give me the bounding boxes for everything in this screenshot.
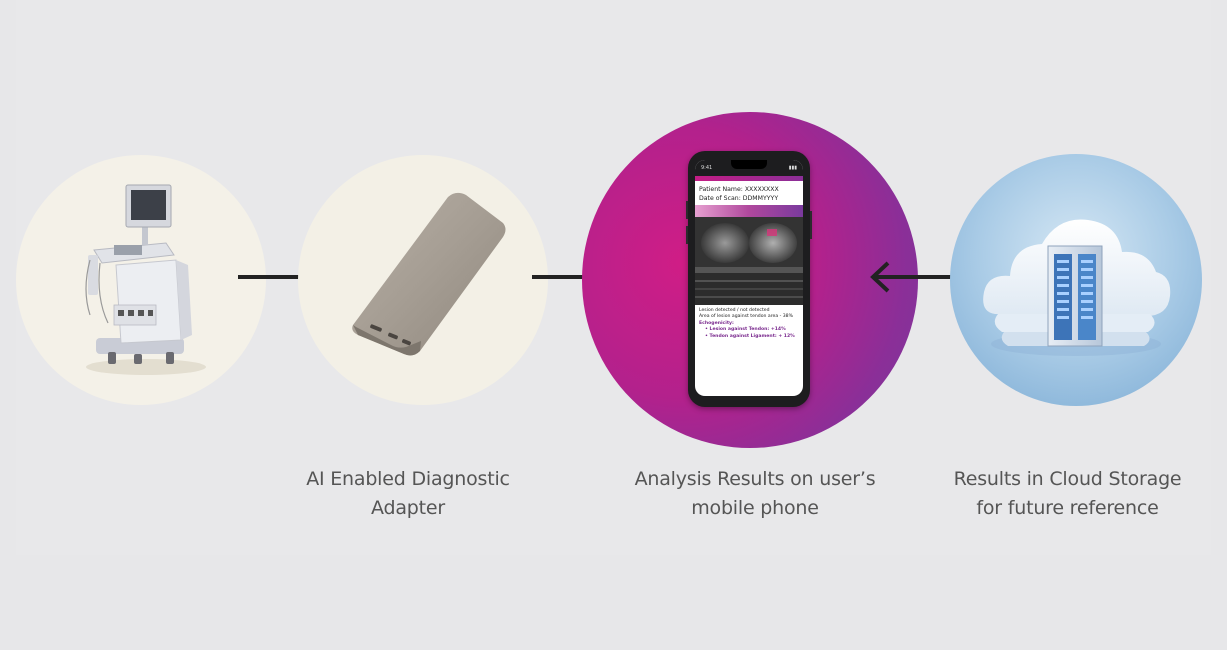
finding-detection: Lesion detected / not detected: [699, 308, 770, 313]
adapter-caption-line: Adapter: [371, 497, 445, 519]
patient-name: Patient Name: XXXXXXXX: [699, 186, 779, 193]
phone-side-button: [810, 211, 812, 239]
status-signal-icon: ▮▮▮: [788, 165, 797, 171]
cloud-caption-line: for future reference: [976, 497, 1159, 519]
ultrasound-machine-node: [16, 155, 266, 405]
analysis-findings: Lesion detected / not detected Area of l…: [695, 305, 803, 343]
app-gradient-band: [695, 205, 803, 217]
diagnostic-adapter-icon: [352, 192, 506, 356]
echogenicity-lesion: Lesion against Tendon: +14%: [709, 327, 786, 333]
adapter-caption: AI Enabled Diagnostic Adapter: [268, 465, 548, 523]
status-time: 9:41: [701, 165, 713, 171]
cloud-storage-node: [950, 154, 1202, 406]
echogenicity-tendon: Tendon against Ligament: + 12%: [709, 333, 795, 339]
echogenicity-heading: Echogenicity:: [699, 320, 734, 326]
echogenicity-item: • Lesion against Tendon: +14%: [705, 327, 786, 333]
adapter-caption-line: AI Enabled Diagnostic: [306, 468, 510, 490]
finding-area: Area of lesion against tendon area - 38%: [699, 314, 793, 320]
smartphone-icon: 9:41 ▮▮▮ Patient Name: XXXXXXXX Date of …: [686, 151, 812, 407]
cloud-caption-line: Results in Cloud Storage: [953, 468, 1182, 490]
phone-screen: 9:41 ▮▮▮ Patient Name: XXXXXXXX Date of …: [695, 160, 803, 396]
echogenicity-item: • Tendon against Ligament: + 12%: [705, 333, 795, 339]
phone-caption: Analysis Results on user’s mobile phone: [605, 465, 905, 523]
ultrasound-scan-image: [695, 217, 803, 305]
phone-side-button: [686, 226, 688, 244]
ultrasound-machine-icon: [85, 184, 206, 375]
diagnostic-adapter-node: [298, 155, 548, 405]
phone-caption-line: mobile phone: [691, 497, 819, 519]
phone-caption-line: Analysis Results on user’s: [634, 468, 876, 490]
patient-info: Patient Name: XXXXXXXX Date of Scan: DDM…: [695, 181, 803, 205]
phone-side-button: [686, 201, 688, 219]
scan-date: Date of Scan: DDMMYYYY: [699, 195, 779, 202]
cloud-server-icon: [983, 219, 1171, 356]
app-brand-bar: [695, 176, 803, 181]
cloud-caption: Results in Cloud Storage for future refe…: [925, 465, 1210, 523]
phone-notch: [731, 160, 767, 169]
